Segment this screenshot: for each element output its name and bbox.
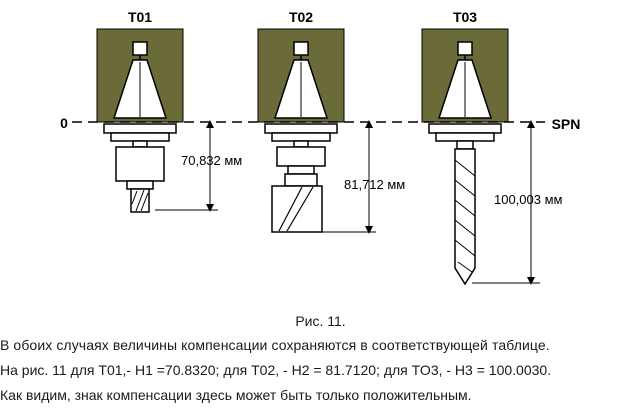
offset-label-t03: 100,003 мм <box>494 192 563 207</box>
tool-offset-diagram: T01 T02 T03 0 SPN <box>60 9 581 286</box>
figure-caption: Рис. 11. <box>295 313 346 329</box>
tool-title-t01: T01 <box>128 9 152 25</box>
zero-label: 0 <box>60 115 68 131</box>
tool-title-t02: T02 <box>289 9 313 25</box>
tool-t01 <box>103 41 177 213</box>
spindle-label: SPN <box>552 116 581 132</box>
dimension-t01 <box>155 120 218 212</box>
dimension-t03 <box>472 120 540 285</box>
offset-label-t01: 70,832 мм <box>181 153 242 168</box>
dimension-t02 <box>322 120 376 234</box>
text-line-1: В обоих случаях величины компенсации сох… <box>0 337 550 353</box>
tool-t02 <box>264 41 338 233</box>
text-line-2: На рис. 11 для T01,- H1 =70.8320; для T0… <box>0 362 552 378</box>
offset-label-t02: 81,712 мм <box>344 177 405 192</box>
tool-t03 <box>428 41 502 286</box>
text-line-3: Как видим, знак компенсации здесь может … <box>0 387 472 403</box>
tool-title-t03: T03 <box>453 9 477 25</box>
